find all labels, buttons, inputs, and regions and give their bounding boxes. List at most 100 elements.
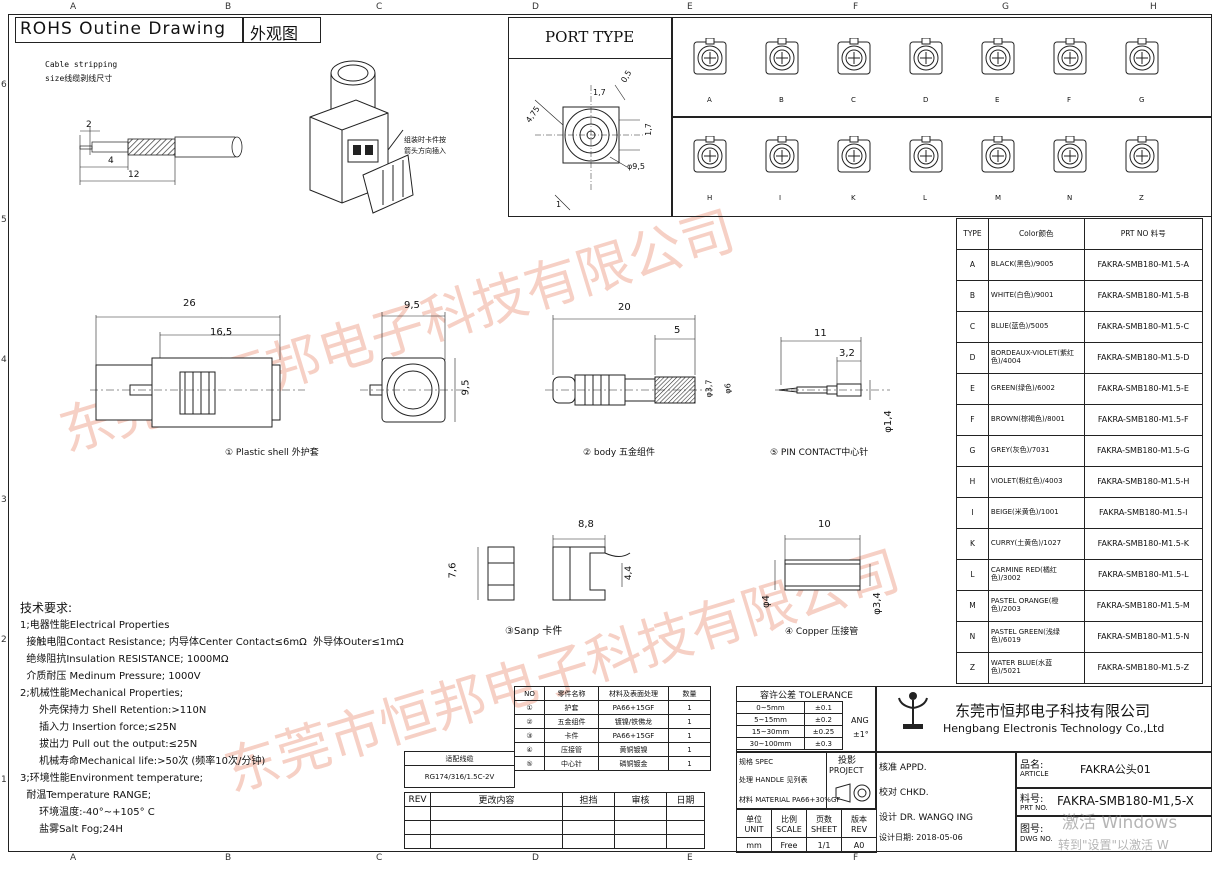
part-number-cell: FAKRA-SMB180-M1.5-N: [1083, 621, 1204, 653]
tolerance-cell: 0~5mm: [736, 701, 805, 714]
body-drawing: [545, 315, 715, 406]
type-cell: G: [956, 435, 989, 467]
requirement-line: 插入力 Insertion force;≤25N: [20, 722, 177, 733]
port-code-item: [906, 37, 946, 88]
type-cell: L: [956, 559, 989, 591]
requirement-line: 2;机械性能Mechanical Properties;: [20, 688, 184, 699]
requirement-line: 接触电阻Contact Resistance; 内导体Center Contac…: [20, 637, 404, 648]
checked-by: 校对 CHKD.: [879, 788, 929, 798]
requirement-line: 1;电器性能Electrical Properties: [20, 620, 170, 631]
body-dim-5: 5: [674, 325, 681, 336]
port-code-item: [1122, 135, 1162, 186]
drawing-title: ROHS Outine Drawing: [20, 19, 227, 39]
parts-cell: 中心针: [544, 756, 599, 771]
port-dim-95: φ9,5: [627, 162, 645, 171]
title-cn-box: [243, 17, 321, 43]
tolerance-cell: ±0.3: [804, 737, 843, 750]
article-box: [1016, 752, 1212, 788]
rev-header: 更改内容: [430, 792, 563, 807]
body-dim-20: 20: [618, 302, 631, 313]
type-cell: E: [956, 373, 989, 405]
color-cell: BLUE(蓝色)/5005: [987, 311, 1085, 343]
tolerance-cell: 5~15mm: [736, 713, 805, 726]
tolerance-row: 0~5mm±0.1: [736, 701, 843, 714]
parts-cell: ④: [514, 742, 545, 757]
color-table-header: TYPE: [956, 218, 989, 250]
part-number-cell: FAKRA-SMB180-M1.5-F: [1083, 404, 1204, 436]
color-cell: WATER BLUE(水蓝色)/5021: [987, 652, 1085, 684]
units-cell: 比例 SCALE: [771, 809, 807, 838]
tolerance-title: 容许公差 TOLERANCE: [760, 691, 853, 701]
parts-cell: PA66+15GF: [598, 728, 669, 743]
color-cell: VIOLET(粉红色)/4003: [987, 466, 1085, 498]
article-label-en: ARTICLE: [1020, 770, 1049, 778]
port-dim-17b: 1,7: [643, 123, 653, 136]
units-cell: A0: [841, 837, 877, 853]
body-label: ② body 五金组件: [583, 448, 656, 458]
body-dim-6: φ6: [723, 383, 733, 394]
parts-header: 零件名称: [544, 686, 599, 701]
prt-no-label: 料号:: [1020, 794, 1044, 805]
rev-header: 审核: [614, 792, 667, 807]
prt-no-box: [1016, 788, 1212, 816]
type-cell: N: [956, 621, 989, 653]
color-table-header: PRT NO 料号: [1083, 218, 1204, 250]
color-cell: BORDEAUX-VIOLET(紫红色)/4004: [987, 342, 1085, 374]
color-cell: BLACK(黑色)/9005: [987, 249, 1085, 281]
requirement-line: 绝缘阻抗Insulation RESISTANCE; 1000MΩ: [20, 654, 229, 665]
port-code-label: L: [923, 194, 927, 202]
requirement-line: 拔出力 Pull out the output:≤25N: [20, 739, 198, 750]
port-code-symbol-icon: [1053, 135, 1087, 173]
port-code-symbol-icon: [1125, 135, 1159, 173]
requirement-line: 技术要求:: [20, 601, 73, 615]
port-code-symbol-icon: [909, 135, 943, 173]
article-value: FAKRA公头01: [1080, 763, 1151, 776]
cable-table-value: RG174/316/1.5C-2V: [404, 765, 515, 788]
parts-header: 数量: [668, 686, 711, 701]
part-number-cell: FAKRA-SMB180-M1.5-G: [1083, 435, 1204, 467]
requirement-line: 环境温度:-40°~+105° C: [20, 807, 155, 818]
body-dim-37: φ3,7: [704, 379, 714, 398]
port-code-label: N: [1067, 194, 1073, 202]
rev-header: 担挡: [562, 792, 615, 807]
parts-cell: 1: [668, 700, 711, 715]
sanp-dim-88: 8,8: [578, 519, 594, 530]
parts-cell: 五金组件: [544, 714, 599, 729]
drawing-title-cn: 外观图: [250, 24, 299, 43]
type-cell: B: [956, 280, 989, 312]
units-cell: mm: [736, 837, 772, 853]
part-number-cell: FAKRA-SMB180-M1.5-A: [1083, 249, 1204, 281]
cable-dim-12: 12: [128, 170, 140, 180]
approved-by: 核准 APPD.: [879, 763, 927, 773]
company-name-cn: 东莞市恒邦电子科技有限公司: [955, 702, 1151, 720]
port-code-symbol-icon: [837, 135, 871, 173]
port-code-label: F: [1067, 96, 1072, 104]
units-cell: 单位 UNIT: [736, 809, 772, 838]
part-number-cell: FAKRA-SMB180-M1.5-I: [1083, 497, 1204, 529]
pin-label: ⑤ PIN CONTACT中心针: [770, 448, 869, 458]
copper-drawing: [774, 535, 871, 591]
port-code-item: [690, 135, 730, 186]
tolerance-cell: ±0.1: [804, 701, 843, 714]
units-cell: 1/1: [806, 837, 842, 853]
port-code-item: [978, 135, 1018, 186]
port-code-symbol-icon: [693, 37, 727, 75]
cable-stripping-drawing: [79, 127, 243, 185]
sanp-dim-76: 7,6: [447, 562, 459, 579]
port-code-label: C: [851, 96, 856, 104]
assembly-note-line2: 箭头方向插入: [404, 147, 446, 155]
color-cell: GREY(灰色)/7031: [987, 435, 1085, 467]
parts-cell: 1: [668, 742, 711, 757]
assembly-note: 组装时卡件按 箭头方向插入: [404, 135, 446, 157]
parts-cell: 黄铜镀镍: [598, 742, 669, 757]
sanp-drawing: [477, 535, 631, 601]
assembly-note-line1: 组装时卡件按: [404, 136, 446, 144]
